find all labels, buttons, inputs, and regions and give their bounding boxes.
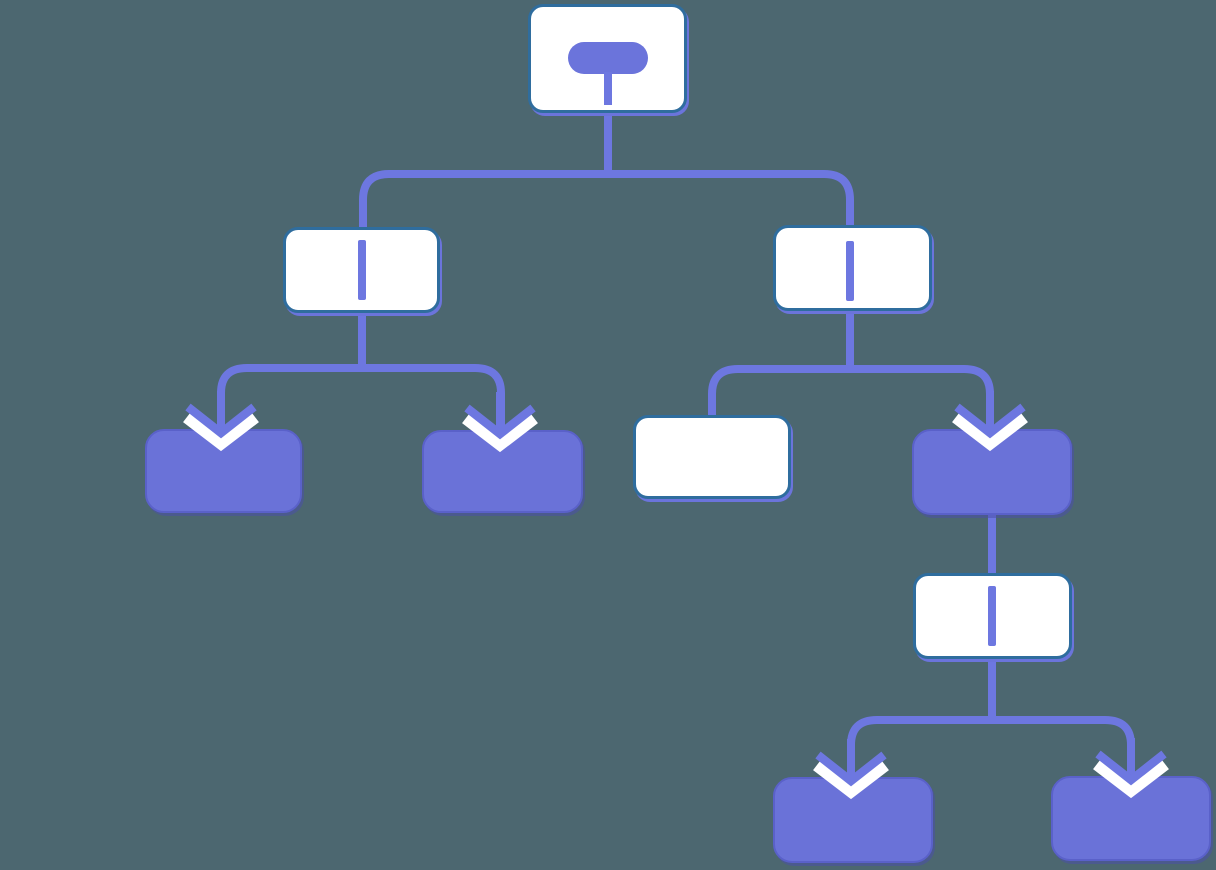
node-right[interactable] xyxy=(912,429,1072,515)
node-leaf-1[interactable] xyxy=(145,429,302,513)
node-branch-right[interactable] xyxy=(773,225,932,311)
node-root[interactable] xyxy=(528,4,687,113)
connector-top-tee xyxy=(359,170,854,229)
node-leaf-3[interactable] xyxy=(773,777,933,863)
connector-left-tee xyxy=(217,364,505,437)
node-leaf-4[interactable] xyxy=(1051,776,1211,861)
node-branch-bottom[interactable] xyxy=(913,573,1072,659)
node-leaf-2[interactable] xyxy=(422,430,583,513)
node-branch-left[interactable] xyxy=(283,227,440,313)
node-empty[interactable] xyxy=(633,415,791,499)
